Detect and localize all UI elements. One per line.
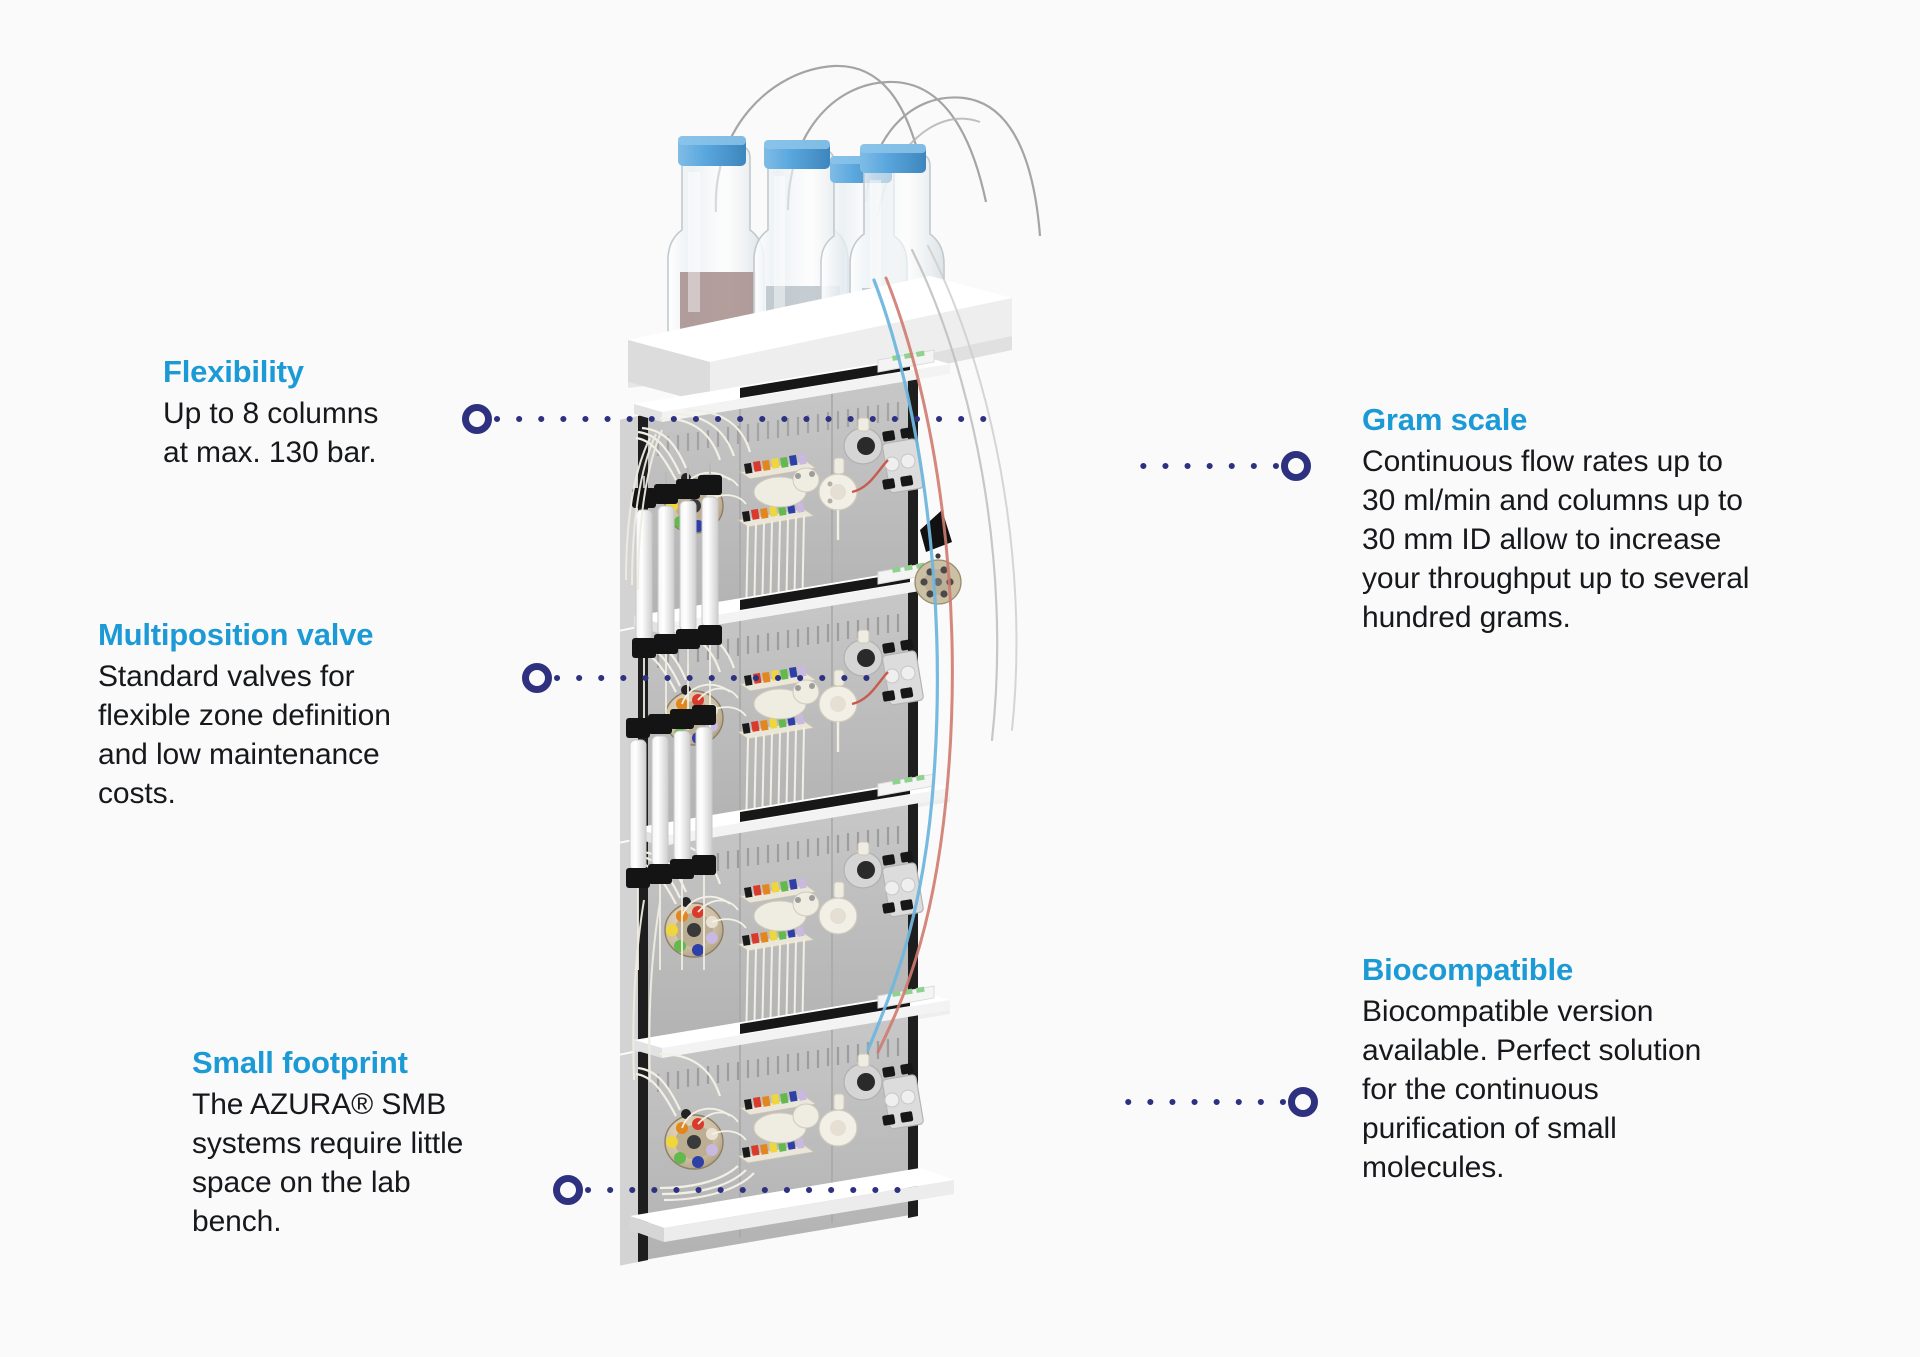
callout-line: at max. 130 bar. <box>163 435 377 469</box>
pump-block-2 <box>882 639 924 706</box>
pump-head-1 <box>818 457 858 540</box>
multiposition-valve-head-4 <box>664 1107 747 1170</box>
callout-biocompatible: Biocompatible Biocompatible version avai… <box>1362 952 1822 1187</box>
solvent-bottle-1 <box>667 136 765 339</box>
callout-line: molecules. <box>1362 1150 1505 1184</box>
callout-title-gram-scale: Gram scale <box>1362 402 1528 437</box>
fitting-comb-4 <box>736 1089 820 1164</box>
pump-block-1 <box>882 427 924 494</box>
pump-head-3 <box>818 881 858 935</box>
callout-title-small-footprint: Small footprint <box>192 1045 408 1080</box>
callout-title-multiposition-valve: Multiposition valve <box>98 617 374 652</box>
callout-line: Up to 8 columns <box>163 396 379 430</box>
callout-line: space on the lab <box>192 1165 411 1199</box>
callout-line: available. Perfect solution <box>1362 1033 1702 1067</box>
callout-small-footprint: Small footprint The AZURA® SMB systems r… <box>192 1045 552 1241</box>
callout-body-multiposition-valve: Standard valves for flexible zone defini… <box>98 657 518 813</box>
detector-module-3 <box>843 841 883 889</box>
callout-line: 30 ml/min and columns up to <box>1362 483 1743 517</box>
callout-body-biocompatible: Biocompatible version available. Perfect… <box>1362 992 1822 1187</box>
callout-title-flexibility: Flexibility <box>163 354 304 389</box>
callout-line: hundred grams. <box>1362 600 1571 634</box>
callout-line: Standard valves for <box>98 659 355 693</box>
callout-line: flexible zone definition <box>98 698 391 732</box>
module-stack <box>620 349 962 1266</box>
pump-block-3 <box>882 851 924 918</box>
fitting-comb-1 <box>736 453 820 528</box>
callout-line: systems require little <box>192 1126 464 1160</box>
callout-line: and low maintenance <box>98 737 380 771</box>
callout-line: Biocompatible version <box>1362 994 1654 1028</box>
callout-line: bench. <box>192 1204 282 1238</box>
callout-line: your throughput up to several <box>1362 561 1750 595</box>
detector-module-4 <box>843 1053 883 1101</box>
detector-module-2 <box>843 629 883 677</box>
callout-line: costs. <box>98 776 176 810</box>
module-4 <box>620 985 954 1266</box>
pump-head-2 <box>818 669 858 752</box>
azura-smb-instrument-image <box>620 40 1300 1270</box>
callout-body-flexibility: Up to 8 columns at max. 130 bar. <box>163 394 493 472</box>
callout-body-small-footprint: The AZURA® SMB systems require little sp… <box>192 1085 552 1241</box>
pump-head-4 <box>818 1093 858 1147</box>
external-multiposition-valve <box>914 510 962 605</box>
column-holders <box>626 463 722 970</box>
callout-title-biocompatible: Biocompatible <box>1362 952 1573 987</box>
column-bank-lower <box>626 705 716 970</box>
callout-gram-scale: Gram scale Continuous flow rates up to 3… <box>1362 402 1862 637</box>
callout-line: The AZURA® SMB <box>192 1087 447 1121</box>
fitting-comb-3 <box>736 877 820 952</box>
callout-line: for the continuous <box>1362 1072 1599 1106</box>
callout-line: Continuous flow rates up to <box>1362 444 1723 478</box>
callout-line: purification of small <box>1362 1111 1617 1145</box>
pump-block-4 <box>882 1063 924 1130</box>
callout-flexibility: Flexibility Up to 8 columns at max. 130 … <box>163 354 493 472</box>
callout-multiposition-valve: Multiposition valve Standard valves for … <box>98 617 518 813</box>
callout-body-gram-scale: Continuous flow rates up to 30 ml/min an… <box>1362 442 1862 637</box>
callout-line: 30 mm ID allow to increase <box>1362 522 1722 556</box>
